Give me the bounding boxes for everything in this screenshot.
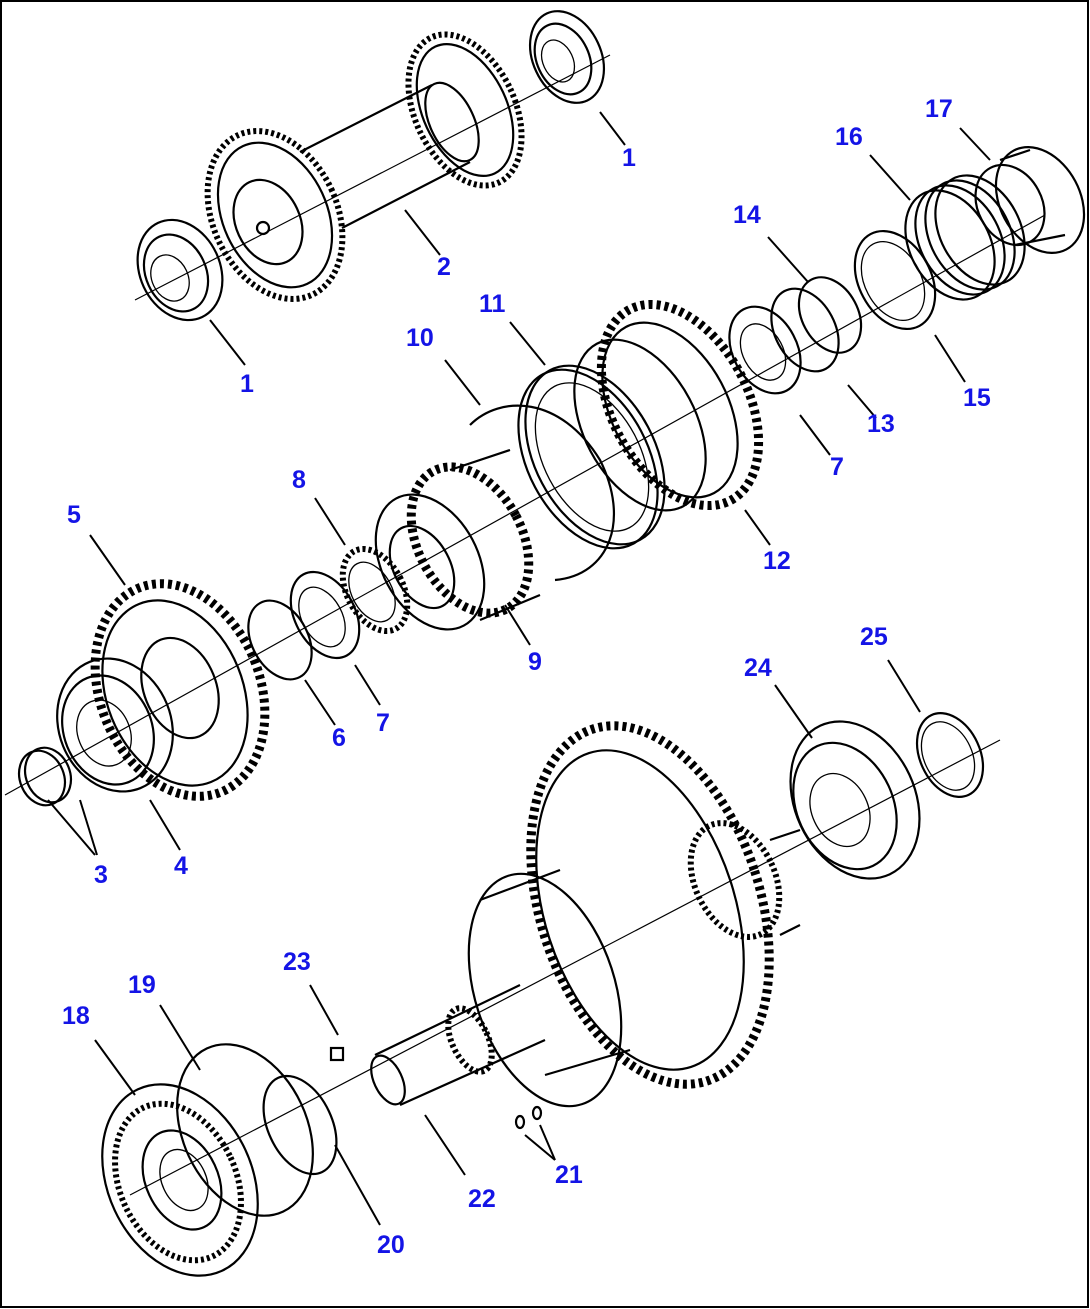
clutch-basket bbox=[467, 868, 631, 1108]
label-17: 17 bbox=[925, 95, 953, 123]
output-gear bbox=[526, 721, 801, 1089]
label-21: 21 bbox=[555, 1161, 583, 1189]
label-4: 4 bbox=[174, 852, 188, 880]
label-9: 9 bbox=[528, 648, 542, 676]
output-shaft-22 bbox=[370, 984, 546, 1107]
label-10: 10 bbox=[406, 324, 434, 352]
leader-lines bbox=[47, 111, 991, 1226]
washer-7-upper bbox=[728, 305, 802, 395]
label-8: 8 bbox=[292, 466, 306, 494]
label-1-left: 1 bbox=[240, 370, 254, 398]
plate-13 bbox=[770, 287, 840, 373]
snap-ring-10 bbox=[469, 404, 615, 582]
clutch-drum bbox=[573, 299, 764, 512]
label-16: 16 bbox=[835, 123, 863, 151]
label-25: 25 bbox=[860, 623, 888, 651]
label-22: 22 bbox=[468, 1185, 496, 1213]
label-2: 2 bbox=[437, 253, 451, 281]
bearing-top-right bbox=[529, 10, 605, 104]
label-15: 15 bbox=[963, 384, 991, 412]
gear-upper-left bbox=[204, 128, 346, 302]
label-19: 19 bbox=[128, 971, 156, 999]
seal-ring-20 bbox=[262, 1074, 338, 1176]
ring-19 bbox=[176, 1043, 314, 1217]
gear-upper-right bbox=[405, 31, 525, 189]
label-23: 23 bbox=[283, 948, 311, 976]
label-13: 13 bbox=[867, 410, 895, 438]
bearing-24 bbox=[789, 720, 921, 880]
label-11: 11 bbox=[479, 290, 506, 318]
washer-7-lower bbox=[289, 570, 361, 660]
label-20: 20 bbox=[377, 1231, 405, 1259]
ball-21a bbox=[514, 1114, 526, 1130]
plug-23 bbox=[329, 1046, 345, 1062]
label-14: 14 bbox=[733, 201, 761, 229]
bearing-4 bbox=[56, 657, 174, 793]
label-18: 18 bbox=[62, 1002, 90, 1030]
label-12: 12 bbox=[763, 547, 791, 575]
label-24: 24 bbox=[744, 654, 772, 682]
bearing-top-left bbox=[136, 218, 224, 322]
piston-housing bbox=[974, 146, 1086, 254]
label-7-right: 7 bbox=[830, 453, 844, 481]
label-1-top: 1 bbox=[622, 144, 636, 172]
label-5: 5 bbox=[67, 501, 81, 529]
countershaft-body bbox=[299, 81, 480, 229]
snap-ring-14 bbox=[797, 276, 863, 354]
snap-ring-25 bbox=[915, 712, 985, 798]
clutch-assembly bbox=[4, 146, 1086, 807]
output-shaft-assembly bbox=[101, 712, 1001, 1277]
clutch-plates bbox=[517, 364, 666, 550]
label-3: 3 bbox=[94, 861, 108, 889]
label-6: 6 bbox=[332, 724, 346, 752]
carrier-18 bbox=[101, 1083, 259, 1277]
hub-gear bbox=[374, 448, 541, 631]
ball-21b bbox=[531, 1105, 543, 1121]
needle-bearing bbox=[339, 545, 411, 635]
part-labels: 1 2 1 17 16 14 11 10 13 15 7 12 8 5 9 6 … bbox=[62, 95, 991, 1259]
label-7-left: 7 bbox=[376, 709, 390, 737]
upper-shaft-assembly bbox=[134, 10, 611, 322]
ring-15 bbox=[853, 229, 937, 331]
gear-5 bbox=[90, 579, 270, 801]
